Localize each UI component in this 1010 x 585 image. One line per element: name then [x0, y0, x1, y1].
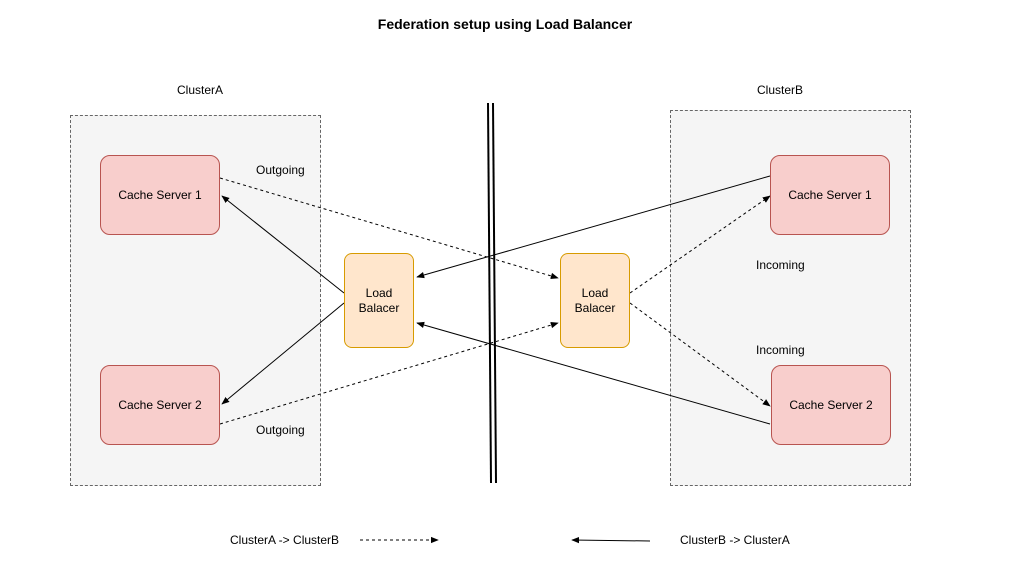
cluster-a-cache-server-2: Cache Server 2 — [100, 365, 220, 445]
incoming-label-top: Incoming — [756, 258, 805, 272]
legend-b-to-a-label: ClusterB -> ClusterA — [680, 533, 790, 547]
outgoing-label-top: Outgoing — [256, 163, 305, 177]
cluster-a-label: ClusterA — [176, 83, 223, 97]
edge-a-lb-to-a-server1 — [221, 195, 345, 294]
edge-b-lb-to-b-server2 — [629, 302, 771, 407]
cluster-b-cache-server-2: Cache Server 2 — [771, 365, 891, 445]
network-divider-left — [487, 102, 492, 484]
legend-solid-line — [571, 536, 651, 544]
cluster-a-cache-server-1: Cache Server 1 — [100, 155, 220, 235]
outgoing-label-bottom: Outgoing — [256, 423, 305, 437]
edge-b-server1-to-a-lb — [416, 175, 771, 279]
edge-b-server2-to-a-lb — [416, 321, 771, 425]
edge-a-server2-to-b-lb — [219, 321, 559, 425]
incoming-label-bottom: Incoming — [756, 343, 805, 357]
cluster-b-cache-server-1: Cache Server 1 — [770, 155, 890, 235]
network-divider-right — [492, 102, 497, 484]
edge-b-lb-to-b-server1 — [629, 195, 771, 294]
edge-a-server1-to-b-lb — [219, 177, 559, 280]
cluster-b-label: ClusterB — [756, 83, 803, 97]
legend-a-to-b-label: ClusterA -> ClusterB — [230, 533, 340, 547]
cluster-b-load-balancer: Load Balacer — [560, 253, 630, 348]
edge-a-lb-to-a-server2 — [221, 302, 345, 405]
diagram-title: Federation setup using Load Balancer — [377, 16, 633, 32]
cluster-a-load-balancer: Load Balacer — [344, 253, 414, 348]
